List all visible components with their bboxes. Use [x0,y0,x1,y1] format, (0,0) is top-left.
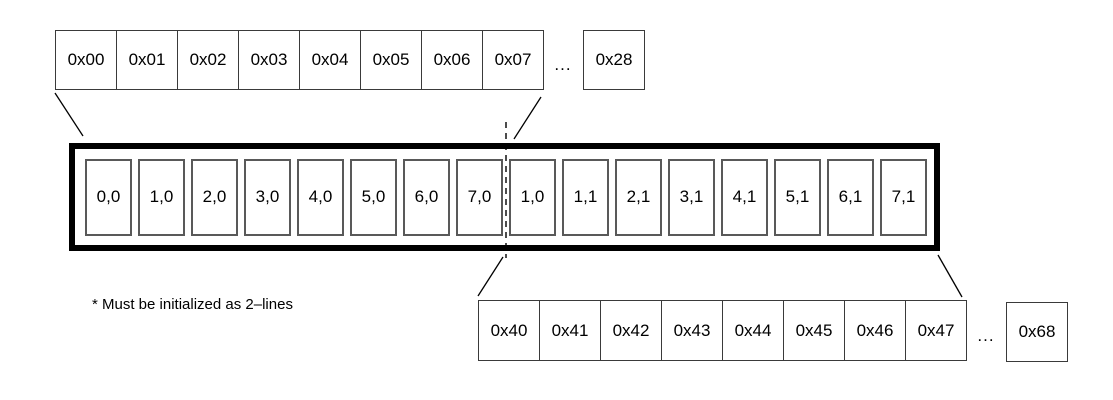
ddram-cell: 6,0 [403,158,450,236]
bottom-address-cell: 0x41 [539,300,601,361]
connector-line-top-right [513,96,542,140]
ellipsis-bottom: ... [977,325,995,345]
ddram-cell: 5,1 [774,158,821,236]
ddram-cell: 4,0 [297,158,344,236]
ddram-cell: 1,1 [562,158,609,236]
ddram-cell: 1,0 [509,158,556,236]
bottom-address-cell: 0x46 [844,300,906,361]
connector-line-bottom-right [937,254,963,298]
bottom-address-cell: 0x44 [722,300,784,361]
ddram-cell: 3,0 [244,158,291,236]
ddram-cell: 1,0 [138,158,185,236]
top-last-address-cell: 0x28 [583,30,645,90]
ellipsis-top: ... [554,55,572,74]
ddram-cell: 7,1 [880,158,927,236]
bottom-address-cell: 0x42 [600,300,662,361]
bottom-address-cell: 0x45 [783,300,845,361]
connector-line-bottom-left [477,256,504,297]
top-address-cell: 0x06 [421,30,483,90]
top-address-cell: 0x02 [177,30,239,90]
bottom-address-cell: 0x40 [478,300,540,361]
top-address-cell: 0x01 [116,30,178,90]
top-address-cell: 0x05 [360,30,422,90]
ddram-cell: 7,0 [456,158,503,236]
ddram-cell: 4,1 [721,158,768,236]
connector-line-top-left [54,92,84,137]
ddram-frame: 0,0 1,0 2,0 3,0 4,0 5,0 6,0 7,0 1,0 1,1 … [69,143,940,251]
footnote: * Must be initialized as 2–lines [92,296,293,313]
ddram-cell: 2,0 [191,158,238,236]
bottom-last-address-cell: 0x68 [1006,302,1068,362]
ddram-cell: 5,0 [350,158,397,236]
top-address-cell: 0x07 [482,30,544,90]
top-address-cell: 0x04 [299,30,361,90]
top-address-cell: 0x00 [55,30,117,90]
ddram-cell: 2,1 [615,158,662,236]
ddram-cell: 0,0 [85,158,132,236]
bottom-address-cell: 0x43 [661,300,723,361]
top-address-row: 0x00 0x01 0x02 0x03 0x04 0x05 0x06 0x07 [55,30,544,90]
bottom-address-cell: 0x47 [905,300,967,361]
top-address-cell: 0x03 [238,30,300,90]
ddram-cell: 3,1 [668,158,715,236]
ddram-cell: 6,1 [827,158,874,236]
bottom-address-row: 0x40 0x41 0x42 0x43 0x44 0x45 0x46 0x47 [478,300,967,361]
